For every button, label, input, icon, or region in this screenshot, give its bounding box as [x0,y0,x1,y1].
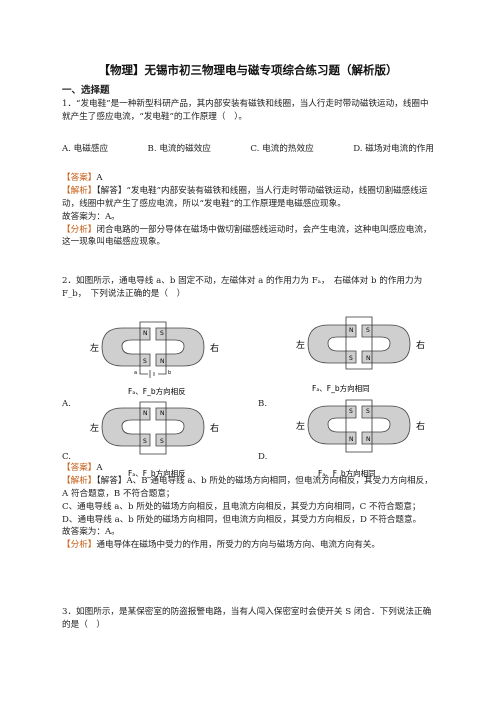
figure-a-diagram: N S S N a b 左 右 Fₐ、F_b方向相反 [90,321,219,396]
q2-figure-a: N S S N a b 左 右 Fₐ、F_b方向相反 [62,308,242,413]
q2-figure-b: N S S N 左 右 Fₐ、F_b方向相同 [268,305,448,410]
left-label: 左 [296,420,305,432]
section-heading: 一、选择题 [62,85,110,96]
q2-analysis-3: D、通电导线 a、b 所处的磁场方向相同，但电流方向相反，其受力方向相反，D 不… [62,514,422,525]
figure-c-diagram: N S N S 左 右 Fₐ、F_b方向相反 [90,401,219,478]
s-pole-label: S [349,408,353,415]
q2-figure-d: S N S N 左 右 Fₐ、F_b方向相同 [268,386,448,491]
right-label: 右 [210,422,219,434]
q2-answer-block: 【答案】A 【解析】【解答】A、B 通电导线 a、b 所处的磁场方向相同，但电流… [62,462,434,552]
n-pole-label: N [143,330,148,337]
q2-label-d: D. [258,452,268,462]
q2-answer: 【答案】A [62,463,103,473]
q2-conclusion: 故答案为：A。 [62,527,120,538]
figure-caption: Fₐ、F_b方向相反 [128,468,186,478]
right-magnet [361,324,411,364]
n-pole-label: N [349,327,354,334]
figure-d-diagram: S N S N 左 右 Fₐ、F_b方向相同 [296,399,425,478]
wire-circuit [139,321,167,378]
figure-caption: Fₐ、F_b方向相同 [318,468,376,478]
q1-answer: 【答案】A [62,173,103,183]
right-magnet [155,327,205,367]
q1-analysis: 【解析】【解答】“发电鞋”内部安装有磁铁和线圈，当人行走时带动磁铁运动，线圈切割… [62,185,428,209]
q1-fenxi: 【分析】闭合电路的一部分导体在磁场中做切割磁感线运动时，会产生电流，这种电叫感应… [62,224,432,248]
right-label: 右 [210,342,219,354]
wire-circuit [139,401,167,455]
q2-analysis-2: C、通电导线 a、b 所处的磁场方向相反，且电流方向相反，其受力方向相同，C 不… [62,501,421,512]
wire-a-label: a [134,370,137,376]
q1-option-b: B. 电流的磁效应 [147,144,211,154]
s-pole-label: S [366,327,370,334]
q1-stem: 1．“发电鞋”是一种新型科研产品，其内部安装有磁铁和线圈，当人行走时带动磁铁运动… [62,99,429,122]
left-magnet [101,407,151,447]
q2-figure-c: N S N S 左 右 Fₐ、F_b方向相反 [62,388,242,493]
s-pole-label: S [143,438,147,445]
page-title: 【物理】无锡市初三物理电与磁专项综合练习题（解析版） [98,63,398,77]
right-label: 右 [416,339,425,351]
question-2: 2．如图所示，通电导线 a、b 固定不动，左磁体对 a 的作用力为 Fₐ， 右磁… [62,275,434,301]
q1-option-a: A. 电磁感应 [62,144,109,154]
q1-option-d: D. 磁场对电流的作用 [353,144,434,154]
s-pole-label: S [349,355,353,362]
q2-label-a: A. [62,399,71,409]
right-magnet [155,407,205,447]
s-pole-label: S [143,358,147,365]
q2-fenxi: 【分析】通电导体在磁场中受力的作用，所受力的方向与磁场方向、电流方向有关。 [62,540,380,551]
figure-b-diagram: N S S N 左 右 Fₐ、F_b方向相同 [296,316,425,393]
n-pole-label: N [366,355,371,362]
s-pole-label: S [366,408,370,415]
n-pole-label: N [349,436,354,443]
q1-conclusion: 故答案为：A。 [62,211,120,222]
figure-caption: Fₐ、F_b方向相反 [128,386,186,396]
wire-circuit [345,316,373,370]
q3-stem: 3．如图所示，是某保密室的防盗报警电路，当有人闯入保密室时会使开关 S 闭合．下… [62,607,432,630]
wire-circuit [345,399,373,453]
n-pole-label: N [160,410,165,417]
left-magnet [101,327,151,367]
left-magnet [307,405,357,445]
q2-label-c: C. [62,452,72,462]
q1-options: A. 电磁感应 B. 电流的磁效应 C. 电流的热效应 D. 磁场对电流的作用 [62,143,434,156]
figure-caption: Fₐ、F_b方向相同 [312,383,370,393]
question-3: 3．如图所示，是某保密室的防盗报警电路，当有人闯入保密室时会使开关 S 闭合．下… [62,606,434,632]
q2-stem: 2．如图所示，通电导线 a、b 固定不动，左磁体对 a 的作用力为 Fₐ， 右磁… [62,276,423,299]
q1-answer-block: 【答案】A 【解析】【解答】“发电鞋”内部安装有磁铁和线圈，当人行走时带动磁铁运… [62,172,434,249]
wire-b-label: b [168,370,171,376]
right-label: 右 [416,420,425,432]
left-label: 左 [296,339,305,351]
s-pole-label: S [160,438,164,445]
q2-analysis-1: 【解析】【解答】A、B 通电导线 a、b 所处的磁场方向相同，但电流方向相反，其… [62,475,433,499]
left-label: 左 [90,422,99,434]
n-pole-label: N [143,410,148,417]
n-pole-label: N [160,358,165,365]
left-magnet [307,324,357,364]
q2-label-b: B. [258,399,268,409]
n-pole-label: N [366,436,371,443]
s-pole-label: S [160,330,164,337]
q1-option-c: C. 电流的热效应 [250,144,314,154]
right-magnet [361,405,411,445]
left-label: 左 [90,342,99,354]
question-1: 1．“发电鞋”是一种新型科研产品，其内部安装有磁铁和线圈，当人行走时带动磁铁运动… [62,98,434,124]
